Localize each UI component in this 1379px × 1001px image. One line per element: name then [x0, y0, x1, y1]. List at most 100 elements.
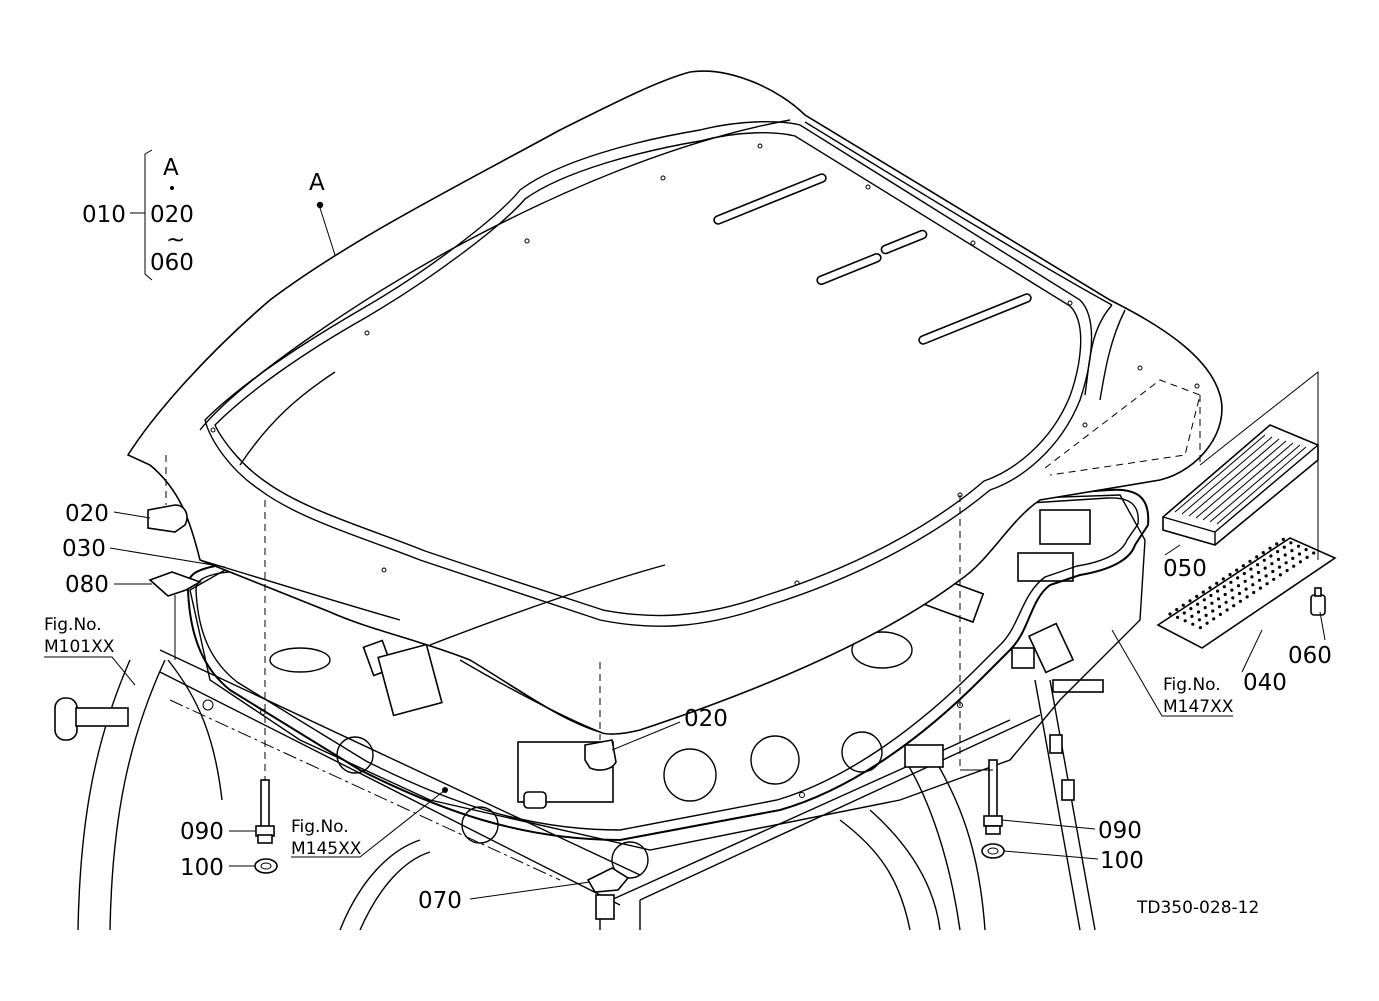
perforation-hole: [1305, 555, 1309, 560]
perforation-hole: [1175, 608, 1179, 612]
perforation-hole: [1216, 589, 1220, 593]
perforation-hole: [1250, 575, 1254, 579]
callout-100-right: 100: [1100, 848, 1144, 874]
perforation-hole: [1198, 626, 1202, 630]
perforation-hole: [1231, 596, 1235, 600]
callout-010: 010: [82, 202, 126, 228]
perforation-hole: [1268, 546, 1272, 550]
perforation-hole: [1236, 584, 1241, 588]
leader-lines: [44, 149, 1326, 900]
callout-070: 070: [418, 888, 462, 914]
perforation-hole: [1181, 603, 1185, 607]
figref-m145-line2: M145XX: [291, 839, 362, 859]
perforation-hole: [1251, 583, 1255, 587]
perforation-hole: [1210, 601, 1214, 605]
pad-080: [148, 571, 202, 597]
callout-range-end: 060: [150, 250, 194, 276]
perforation-hole: [1252, 590, 1256, 595]
perforation-hole: [1191, 622, 1195, 626]
cover-perforations: [1168, 537, 1316, 630]
perforation-hole: [1276, 550, 1280, 554]
perforation-hole: [1197, 618, 1202, 622]
perforation-hole: [1218, 612, 1222, 617]
seal-030: [186, 488, 1150, 842]
figref-m147-line2: M147XX: [1163, 697, 1234, 717]
perforation-hole: [1208, 586, 1212, 590]
callouts: A 010 020 ~ 060 A 020 030 080 Fig.No. M1…: [44, 155, 1332, 918]
washer-100-right: [981, 843, 1005, 859]
perforation-hole: [1228, 572, 1232, 577]
perforation-hole: [1237, 591, 1242, 596]
perforation-hole: [1222, 585, 1226, 589]
seal-block-020-left: [147, 504, 188, 533]
perforation-hole: [1188, 599, 1192, 603]
perforation-hole: [1283, 553, 1287, 557]
perforation-hole: [1168, 612, 1172, 616]
perforation-hole: [1183, 619, 1187, 623]
perforation-hole: [1257, 578, 1262, 582]
perforation-hole: [1275, 542, 1279, 546]
callout-100-left: 100: [180, 855, 224, 881]
roof-shell: [126, 70, 1223, 735]
figref-m145-line1: Fig.No.: [291, 817, 349, 837]
callout-040: 040: [1243, 670, 1287, 696]
perforation-hole: [1236, 576, 1240, 580]
perforation-hole: [1224, 600, 1228, 604]
perforation-hole: [1196, 610, 1201, 614]
callout-030: 030: [62, 536, 106, 562]
perforation-hole: [1256, 563, 1260, 567]
perforation-hole: [1189, 607, 1193, 611]
perforation-hole: [1238, 599, 1242, 603]
perforation-hole: [1312, 551, 1316, 555]
callout-020-front: 020: [684, 706, 728, 732]
perforation-hole: [1281, 537, 1285, 542]
cover-040: [1156, 537, 1337, 649]
washer-100-left: [254, 858, 278, 874]
callout-090-right: 090: [1098, 818, 1142, 844]
perforation-hole: [1249, 567, 1253, 571]
perforation-hole: [1292, 564, 1296, 568]
knob-060: [1310, 587, 1326, 616]
perforation-hole: [1284, 561, 1288, 565]
perforation-hole: [1223, 592, 1227, 597]
perforation-hole: [1265, 582, 1269, 586]
callout-range-start: 020: [150, 202, 194, 228]
perforation-hole: [1176, 615, 1180, 620]
filter-pleats: [1174, 434, 1307, 525]
perforation-hole: [1201, 590, 1205, 594]
perforation-hole: [1289, 541, 1293, 545]
perforation-hole: [1272, 577, 1276, 581]
callout-roof-a: A: [309, 170, 325, 196]
perforation-hole: [1221, 577, 1225, 581]
callout-060: 060: [1288, 643, 1332, 669]
perforation-hole: [1270, 562, 1274, 566]
callout-080: 080: [65, 572, 109, 598]
perforation-hole: [1282, 545, 1286, 549]
perforation-hole: [1297, 552, 1302, 556]
perforation-hole: [1225, 608, 1229, 612]
pad-070: [586, 867, 630, 893]
perforation-hole: [1278, 573, 1282, 577]
callout-range-tilde: ~: [166, 227, 185, 253]
filter-050: [1162, 424, 1319, 546]
perforation-hole: [1298, 560, 1302, 564]
figref-m101-line2: M101XX: [44, 637, 115, 657]
perforation-hole: [1230, 588, 1234, 592]
perforation-hole: [1235, 568, 1239, 572]
perforation-hole: [1304, 548, 1308, 552]
perforation-hole: [1205, 621, 1209, 625]
perforation-hole: [1242, 571, 1246, 576]
bolt-090-left: [255, 779, 275, 844]
perforation-hole: [1276, 557, 1281, 562]
figref-m101-line1: Fig.No.: [44, 615, 102, 635]
perforation-hole: [1196, 602, 1200, 606]
perforation-hole: [1203, 606, 1207, 610]
assembly-lines: [165, 370, 1319, 780]
perforation-hole: [1248, 559, 1252, 563]
perforation-hole: [1195, 594, 1199, 599]
drawing-id: TD350-028-12: [1136, 898, 1259, 918]
perforation-hole: [1290, 549, 1294, 553]
perforation-hole: [1285, 568, 1289, 573]
bolt-090-right: [983, 759, 1003, 835]
